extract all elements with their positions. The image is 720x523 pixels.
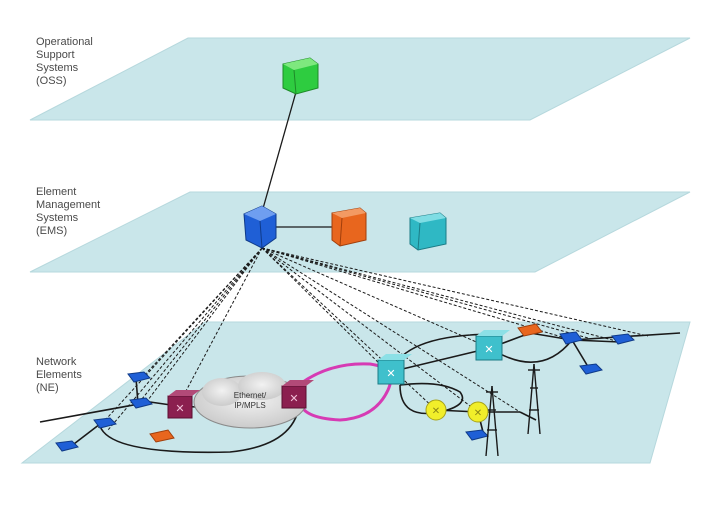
svg-text:✕: ✕ [289,393,298,405]
oss-ems-link [261,91,297,213]
oss-server-icon [282,57,319,95]
router-icon: ✕ [475,330,510,361]
switch-icon [559,331,583,345]
optical-ring [298,362,393,422]
switch-icon [55,440,79,452]
switch-icon [611,333,635,345]
ems-teal-server-icon [409,212,447,251]
cross-connect-icon: ✕ [281,380,314,409]
svg-text:✕: ✕ [484,344,493,356]
ne-layer-label: Network Elements (NE) [36,356,82,394]
cloud-icon: Ethernet/ IP/MPLS [193,372,307,429]
router-icon: ✕ [377,354,412,385]
svg-text:✕: ✕ [474,408,482,419]
svg-text:✕: ✕ [432,406,440,417]
access-node-icon: ✕ [425,399,447,421]
management-links [97,247,649,431]
switch-icon [517,323,543,337]
cloud-label-line1: Ethernet/ [234,391,267,400]
svg-text:✕: ✕ [175,403,184,415]
switch-icon [93,417,117,429]
ne-blue-switches [55,331,635,452]
switch-icon [127,371,151,383]
oss-plane [29,37,691,121]
switch-icon [129,397,153,409]
ems-orange-server-icon [331,207,367,247]
switch-icon [579,363,603,375]
antenna-tower-icon [527,363,541,435]
ems-server-icon [243,205,277,249]
ems-layer-label: Element Management Systems (EMS) [36,186,101,237]
access-node-icon: ✕ [467,401,489,423]
oss-layer-label: Operational Support Systems (OSS) [36,36,93,87]
cloud-label-line2: IP/MPLS [234,401,266,410]
cross-connect-icon: ✕ [167,390,200,419]
ne-orange-switches [149,323,543,443]
switch-icon [149,429,175,443]
antenna-tower-icon [485,385,499,457]
svg-text:✕: ✕ [386,368,395,380]
